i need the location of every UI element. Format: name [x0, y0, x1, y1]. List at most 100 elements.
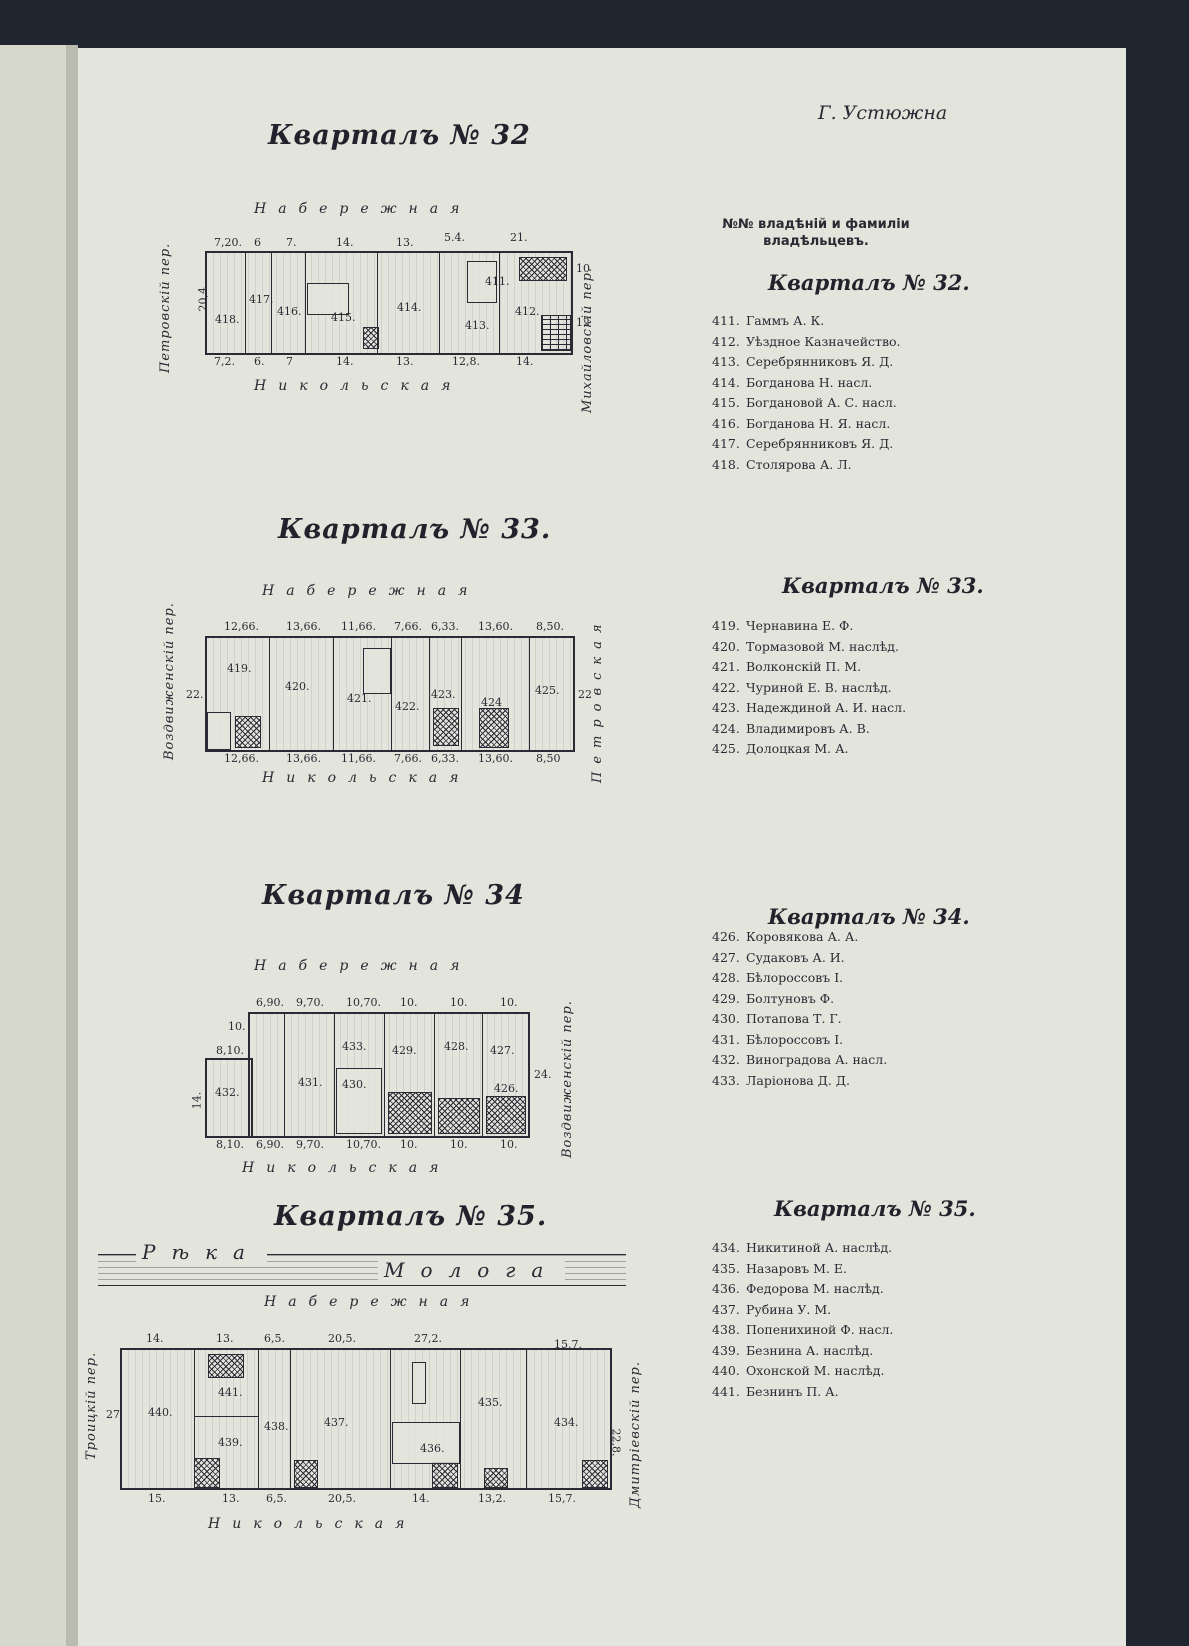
owner-entry: 416.Богданова Н. Я. насл.: [712, 416, 890, 431]
lot-label: 419.: [227, 662, 252, 675]
lot-label: 424: [481, 696, 502, 709]
owner-entry: 432. Виноградова А. насл.: [712, 1052, 887, 1067]
owner-entry: 427. Судаковъ А. И.: [712, 950, 845, 965]
dim: 6,33.: [431, 620, 459, 633]
lot-label: 414.: [397, 301, 422, 314]
owner-entry: 438.Попенихиной Ф. насл.: [712, 1322, 893, 1337]
owner-entry: 425.Долоцкая М. А.: [712, 741, 849, 756]
owner-entry-name: Богдановой А. С. насл.: [746, 395, 897, 410]
q33-street-top: Набережная: [262, 583, 480, 599]
dim: 20,5.: [328, 1492, 356, 1505]
lot-label: 433.: [342, 1040, 367, 1053]
dim: 14.: [516, 355, 534, 368]
dim: 14.: [190, 1091, 204, 1110]
left-page-edge: [0, 45, 68, 1646]
lot-label: 412.: [515, 305, 540, 318]
owner-entry-number: 414.: [712, 374, 740, 390]
owners-list-header-line1: №№ владѣнiй и фамилiи: [722, 217, 910, 232]
q35-street-bottom: Никольская: [208, 1516, 417, 1532]
dim: 7,20.: [214, 236, 242, 249]
owner-entry-name: Гаммъ А. К.: [746, 313, 825, 328]
lot-label: 431.: [298, 1076, 323, 1089]
owner-entry: 423.Надеждиной А. И. насл.: [712, 700, 906, 715]
owner-entry: 430.Потапова Т. Г.: [712, 1011, 842, 1026]
lot-label: 427.: [490, 1044, 515, 1057]
owner-entry-number: 431.: [712, 1031, 740, 1047]
dim: 14.: [412, 1492, 430, 1505]
q35-block-plan: 440. 441. 439. 438. 437. 436. 435. 434.: [120, 1348, 612, 1490]
q34-street-top: Набережная: [254, 958, 472, 974]
lot-label: 441.: [218, 1386, 243, 1399]
owner-entry-name: Серебрянниковъ Я. Д.: [746, 436, 894, 451]
lot-label: 430.: [342, 1078, 367, 1091]
owner-entry-name: Судаковъ А. И.: [746, 949, 845, 965]
dim: 5.4.: [444, 231, 465, 244]
q35-street-right: Дмитрiевскiй пер.: [628, 1360, 643, 1508]
owner-entry: 417. Серебрянниковъ Я. Д.: [712, 436, 893, 451]
lot-label: 421.: [347, 692, 372, 705]
dim: 9,70.: [296, 1138, 324, 1151]
dim: 10: [576, 262, 590, 275]
owner-entry-number: 429.: [712, 990, 740, 1006]
lot-label: 418.: [215, 313, 240, 326]
dim: 27,2.: [414, 1332, 442, 1345]
owner-entry-number: 424.: [712, 720, 740, 736]
lot-label: 439.: [218, 1436, 243, 1449]
dim: 8,50.: [536, 620, 564, 633]
owner-entry-name: Рубина У. М.: [746, 1301, 832, 1317]
lot-label: 429.: [392, 1044, 417, 1057]
owner-entry: 435.Назаровъ М. Е.: [712, 1261, 847, 1276]
owner-entry-name: Владимировъ А. В.: [746, 720, 870, 736]
owner-entry-name: Безнинъ П. А.: [746, 1383, 839, 1399]
owner-entry-number: 436.: [712, 1281, 740, 1296]
lot-label: 432.: [215, 1086, 240, 1099]
owner-entry: 439.Безнина А. наслѣд.: [712, 1343, 873, 1358]
owner-entry-name: Коровякова А. А.: [746, 929, 859, 944]
owner-entry: 437. Рубина У. М.: [712, 1302, 831, 1317]
lot-label: 428.: [444, 1040, 469, 1053]
lot-label: 422.: [395, 700, 420, 713]
dim: 13,2.: [478, 1492, 506, 1505]
lot-label: 437.: [324, 1416, 349, 1429]
dim: 27: [106, 1408, 120, 1421]
dim: 7,2.: [214, 355, 235, 368]
owner-entry: 424. Владимировъ А. В.: [712, 721, 870, 736]
quarter-32-title: Кварталъ № 32: [268, 120, 531, 151]
owner-entry-number: 420.: [712, 638, 740, 654]
owner-entry-number: 412.: [712, 333, 740, 349]
owner-entry-number: 417.: [712, 436, 740, 451]
dim: 8,50: [536, 752, 561, 765]
owner-entry-number: 416.: [712, 415, 740, 431]
owner-entry-number: 437.: [712, 1301, 740, 1317]
owner-entry: 440.Охонской М. наслѣд.: [712, 1363, 884, 1378]
dim: 10.: [450, 1138, 468, 1151]
dim: 13.: [222, 1492, 240, 1505]
dim: 10,70.: [346, 996, 381, 1009]
quarter-34-title: Кварталъ № 34: [262, 880, 525, 911]
owner-entry-number: 428.: [712, 970, 740, 985]
owner-entry-number: 435.: [712, 1260, 740, 1276]
dim: 12: [576, 316, 590, 329]
dim: 14.: [146, 1332, 164, 1345]
dim: 22,8.: [609, 1428, 623, 1457]
dim: 7,66.: [394, 752, 422, 765]
owner-entry: 433.Ларiонова Д. Д.: [712, 1073, 850, 1088]
owner-entry-number: 433.: [712, 1072, 740, 1088]
q33-street-left: Воздвиженскiй пер.: [162, 602, 177, 760]
owner-entry-number: 421.: [712, 659, 740, 674]
dim: 13.: [396, 355, 414, 368]
owner-entry-name: Виноградова А. насл.: [746, 1052, 888, 1067]
owner-entry-name: Надеждиной А. И. насл.: [746, 700, 907, 715]
q34-block-plan: 431. 433. 430. 429. 428. 427. 426.: [248, 1012, 530, 1138]
owner-entry: 434.Никитиной А. наслѣд.: [712, 1240, 892, 1255]
lot-label: 435.: [478, 1396, 503, 1409]
owner-entry-name: Бѣлороссовъ I.: [746, 970, 844, 985]
owner-entry: 428. Бѣлороссовъ I.: [712, 970, 843, 985]
lot-label: 425.: [535, 684, 560, 697]
owner-entry-name: Охонской М. наслѣд.: [746, 1363, 885, 1378]
owner-entry: 419.Чернавина Е. Ф.: [712, 618, 853, 633]
lot-label: 426.: [494, 1082, 519, 1095]
owner-entry-number: 432.: [712, 1052, 740, 1067]
dim: 12,8.: [452, 355, 480, 368]
owner-entry-number: 427.: [712, 949, 740, 965]
